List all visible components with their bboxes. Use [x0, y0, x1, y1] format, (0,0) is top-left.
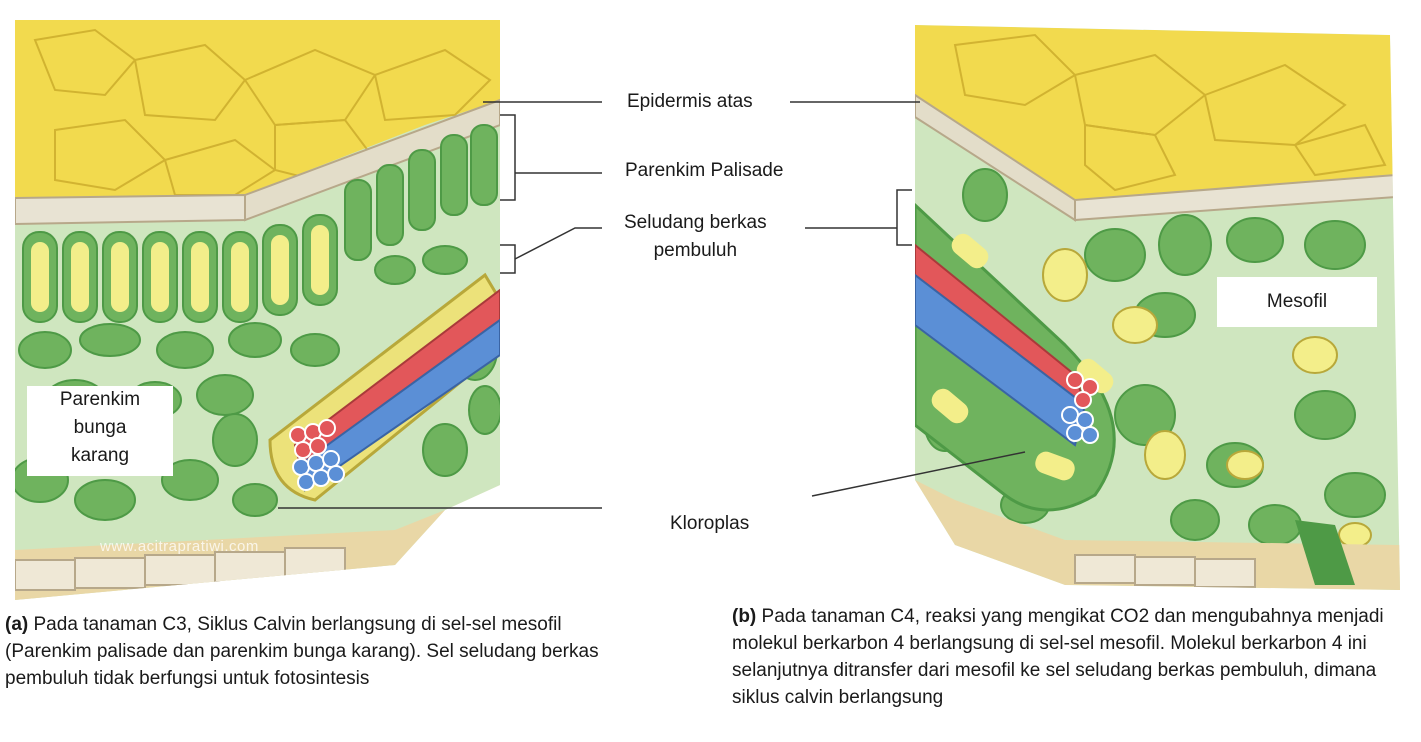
caption-a: (a) Pada tanaman C3, Siklus Calvin berla…	[5, 611, 600, 692]
caption-b-text: Pada tanaman C4, reaksi yang mengikat CO…	[732, 606, 1384, 708]
label-bunga-karang-line3: karang	[70, 445, 130, 466]
label-mesofil: Mesofil	[1217, 277, 1377, 327]
caption-b: (b) Pada tanaman C4, reaksi yang mengika…	[732, 603, 1412, 711]
label-mesofil-text: Mesofil	[1266, 291, 1328, 312]
label-parenkim-palisade: Parenkim Palisade	[625, 157, 783, 185]
caption-b-marker: (b)	[732, 606, 757, 627]
label-seludang-line2: pembuluh	[653, 240, 738, 261]
label-seludang-line1: Seludang berkas	[624, 212, 767, 233]
label-epidermis-atas-text: Epidermis atas	[627, 91, 753, 112]
caption-a-marker: (a)	[5, 614, 29, 635]
label-bunga-karang-line1: Parenkim	[59, 389, 141, 410]
label-parenkim-palisade-text: Parenkim Palisade	[625, 160, 784, 181]
watermark: www.acitrapratiwi.com	[100, 538, 259, 555]
label-kloroplas-text: Kloroplas	[670, 513, 750, 534]
vascular-bundle-c4	[915, 242, 1099, 447]
label-epidermis-atas: Epidermis atas	[627, 88, 753, 116]
vascular-bundle	[289, 287, 500, 492]
label-kloroplas: Kloroplas	[670, 510, 749, 538]
label-parenkim-bunga-karang: Parenkim bunga karang	[27, 386, 173, 476]
c3-leaf-illustration	[15, 20, 500, 600]
label-bunga-karang-line2: bunga	[73, 417, 127, 438]
label-seludang-berkas-pembuluh: Seludang berkas pembuluh	[624, 209, 767, 265]
caption-a-text: Pada tanaman C3, Siklus Calvin berlangsu…	[5, 614, 599, 689]
